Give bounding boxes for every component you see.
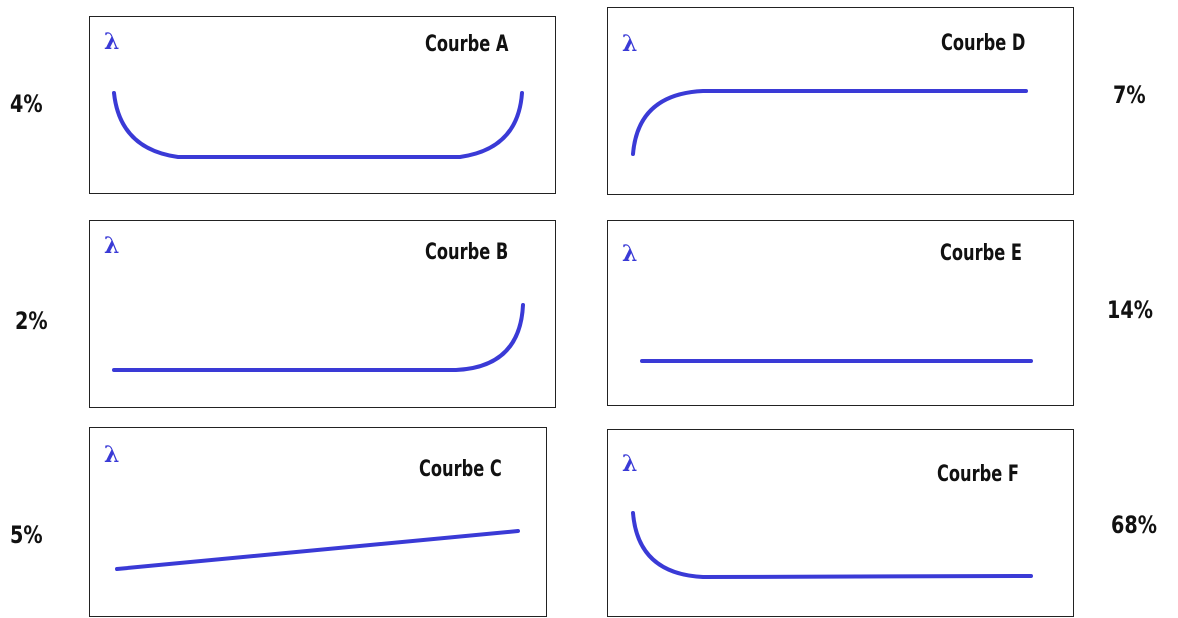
curve-f-plot — [631, 511, 1033, 580]
curve-d-plot — [631, 89, 1028, 156]
panel-curve-b: λ Courbe B — [89, 220, 556, 408]
curve-d-percent: 7% — [1113, 81, 1146, 109]
panel-curve-d: λ Courbe D — [607, 7, 1074, 195]
curve-e-plot — [640, 359, 1033, 363]
curve-e-percent: 14% — [1107, 296, 1153, 324]
curve-b-plot — [112, 303, 525, 372]
lambda-symbol: λ — [104, 442, 120, 468]
panel-curve-f: λ Courbe F — [607, 429, 1074, 617]
curve-c-line — [115, 529, 520, 571]
curve-c-title: Courbe C — [419, 457, 502, 482]
curve-b-percent: 2% — [15, 307, 48, 335]
curve-b-title: Courbe B — [425, 240, 509, 265]
curve-b-line — [112, 303, 525, 372]
curve-f-title: Courbe F — [937, 462, 1019, 487]
lambda-symbol: λ — [622, 31, 638, 57]
lambda-symbol: λ — [622, 241, 638, 267]
curve-d-title: Courbe D — [941, 31, 1026, 56]
lambda-symbol: λ — [104, 233, 120, 259]
curve-a-percent: 4% — [10, 90, 43, 118]
curve-a-plot — [112, 91, 524, 159]
lambda-symbol: λ — [622, 451, 638, 477]
curve-f-percent: 68% — [1111, 511, 1157, 539]
curve-d-line — [631, 89, 1028, 156]
lambda-symbol: λ — [104, 29, 120, 55]
curve-a-title: Courbe A — [425, 32, 509, 57]
panel-curve-c: λ Courbe C — [89, 427, 547, 617]
panel-curve-e: λ Courbe E — [607, 220, 1074, 406]
curve-c-plot — [115, 529, 520, 571]
curve-a-line — [112, 91, 524, 159]
panel-curve-a: λ Courbe A — [89, 16, 556, 194]
curve-e-title: Courbe E — [940, 241, 1022, 266]
curve-f-line — [631, 511, 1033, 580]
curve-c-percent: 5% — [10, 521, 43, 549]
